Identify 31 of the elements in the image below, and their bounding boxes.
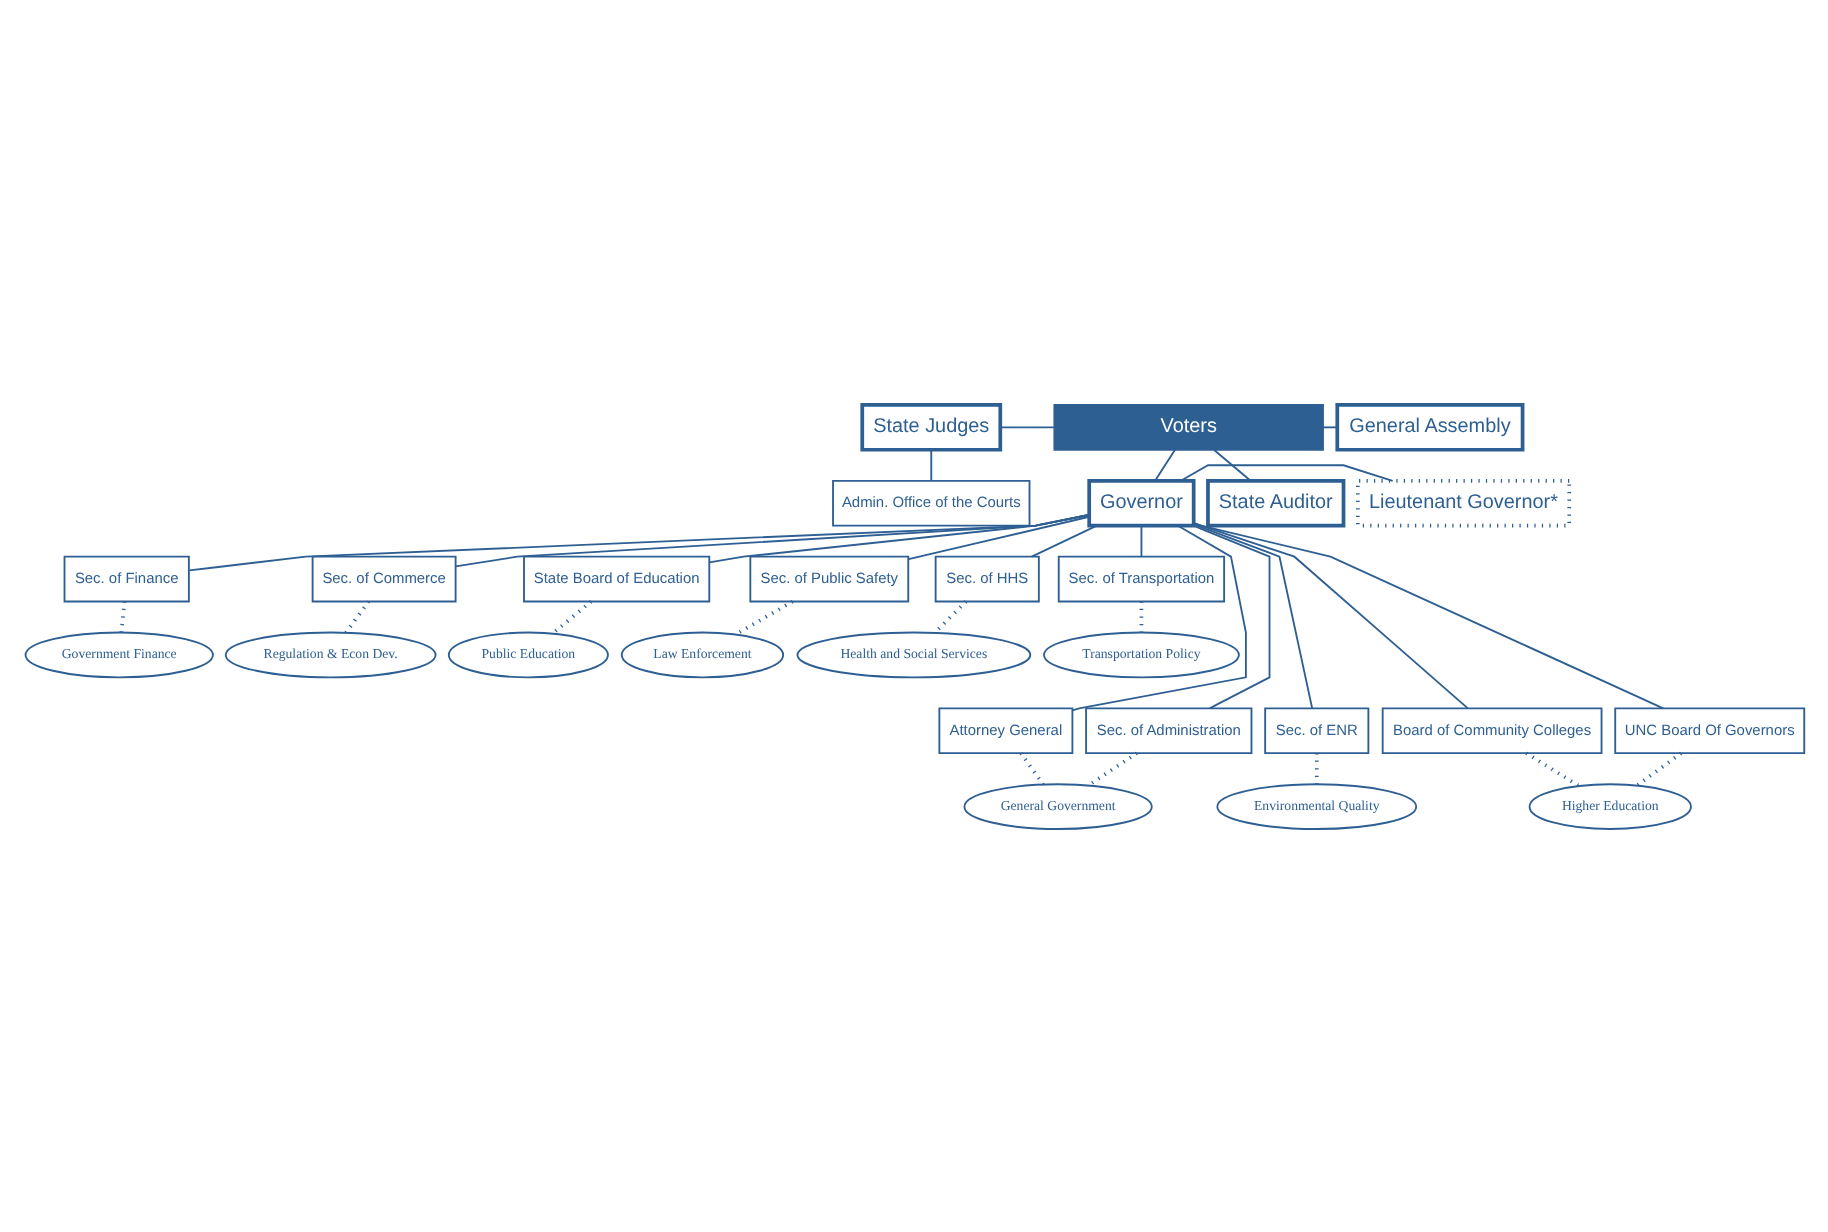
node-box: Voters <box>1052 403 1323 450</box>
node-box: State Auditor <box>1205 477 1345 527</box>
connector <box>187 512 1090 571</box>
node-box: Lieutenant Governor* <box>1354 477 1571 527</box>
connector <box>1635 750 1682 786</box>
connector <box>1192 522 1313 709</box>
node-box: General Assembly <box>1334 402 1524 451</box>
connector <box>1191 521 1664 709</box>
node-box: Governor <box>1086 477 1195 527</box>
connector <box>1139 523 1142 557</box>
connector <box>707 512 1090 563</box>
connector <box>453 512 1090 567</box>
connector <box>1191 523 1270 709</box>
connector <box>998 425 1054 428</box>
connector <box>1178 463 1393 481</box>
node-box: State Judges <box>859 402 1002 451</box>
connector <box>906 514 1090 560</box>
connector <box>550 599 592 634</box>
connector <box>929 447 932 481</box>
connector <box>1070 523 1246 711</box>
connector <box>1191 521 1468 709</box>
connector <box>733 598 793 636</box>
connector <box>1153 447 1175 481</box>
connector <box>932 599 967 634</box>
connector <box>1211 447 1251 481</box>
connector <box>1018 751 1044 785</box>
connector <box>1321 425 1337 428</box>
connector <box>343 599 370 633</box>
connector <box>1086 750 1137 786</box>
connector <box>1524 750 1579 787</box>
connector <box>1029 523 1097 557</box>
